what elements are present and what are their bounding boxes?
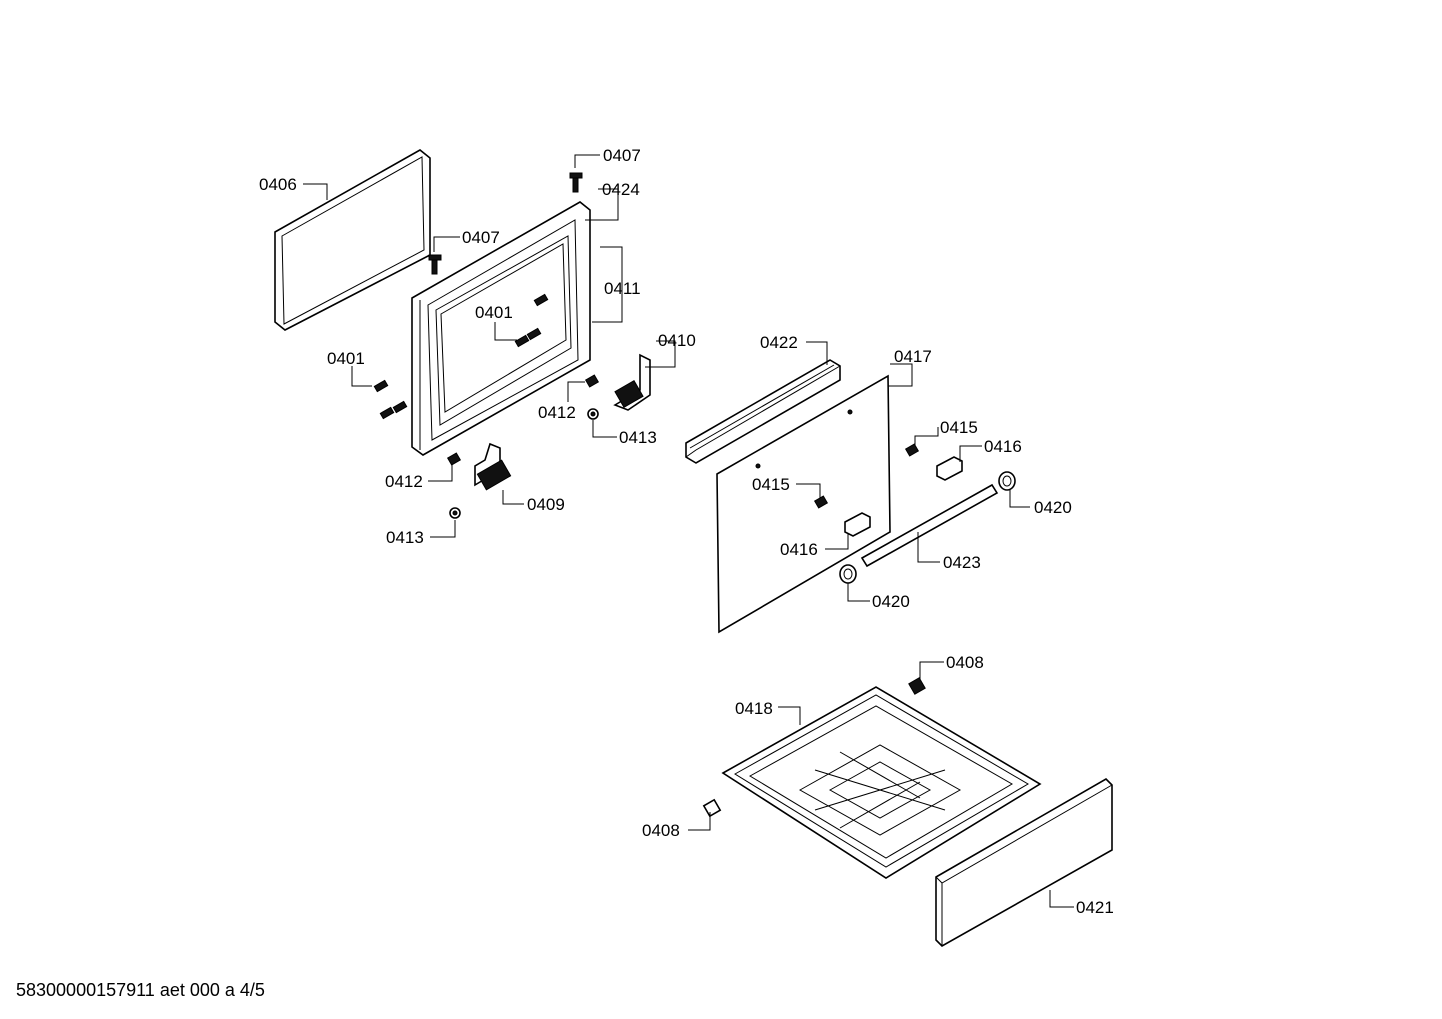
label-0417: 0417 <box>894 347 932 366</box>
label-0408: 0408 <box>642 821 680 840</box>
hinge-0409 <box>474 442 512 491</box>
label-0424: 0424 <box>602 180 640 199</box>
label-0406: 0406 <box>259 175 297 194</box>
label-0415: 0415 <box>752 475 790 494</box>
label-0407: 0407 <box>462 228 500 247</box>
knobs-0420 <box>839 471 1016 584</box>
label-0422: 0422 <box>760 333 798 352</box>
label-0407: 0407 <box>603 146 641 165</box>
hinge-0410 <box>613 353 651 411</box>
front-panel-0421 <box>935 778 1113 947</box>
label-0401: 0401 <box>327 349 365 368</box>
label-0421: 0421 <box>1076 898 1114 917</box>
part-labels: 0406 0407 0424 0407 0411 0401 0401 0410 … <box>259 146 1114 917</box>
door-frame <box>411 201 591 456</box>
leader-lines <box>303 154 1074 908</box>
frame-screws <box>373 293 549 420</box>
label-0416: 0416 <box>780 540 818 559</box>
label-0415: 0415 <box>940 418 978 437</box>
rail-0422 <box>685 359 841 464</box>
label-0418: 0418 <box>735 699 773 718</box>
label-0408: 0408 <box>946 653 984 672</box>
label-0423: 0423 <box>943 553 981 572</box>
screws-0407 <box>428 172 583 275</box>
label-0412: 0412 <box>538 403 576 422</box>
panel-0417 <box>716 374 891 634</box>
document-footer: 58300000157911 aet 000 a 4/5 <box>16 980 265 1000</box>
small-parts-0415-0416 <box>813 443 963 537</box>
tray-0418 <box>721 686 1042 879</box>
label-0413: 0413 <box>386 528 424 547</box>
label-0409: 0409 <box>527 495 565 514</box>
label-0413: 0413 <box>619 428 657 447</box>
label-0410: 0410 <box>658 331 696 350</box>
label-0420: 0420 <box>1034 498 1072 517</box>
rod-0423 <box>860 483 999 568</box>
label-0420: 0420 <box>872 592 910 611</box>
feet-0408 <box>702 677 926 818</box>
label-0412: 0412 <box>385 472 423 491</box>
label-0401: 0401 <box>475 303 513 322</box>
label-0416: 0416 <box>984 437 1022 456</box>
clips-and-washers <box>446 374 600 519</box>
label-0411: 0411 <box>604 279 641 298</box>
door-seal-gasket <box>274 149 431 331</box>
